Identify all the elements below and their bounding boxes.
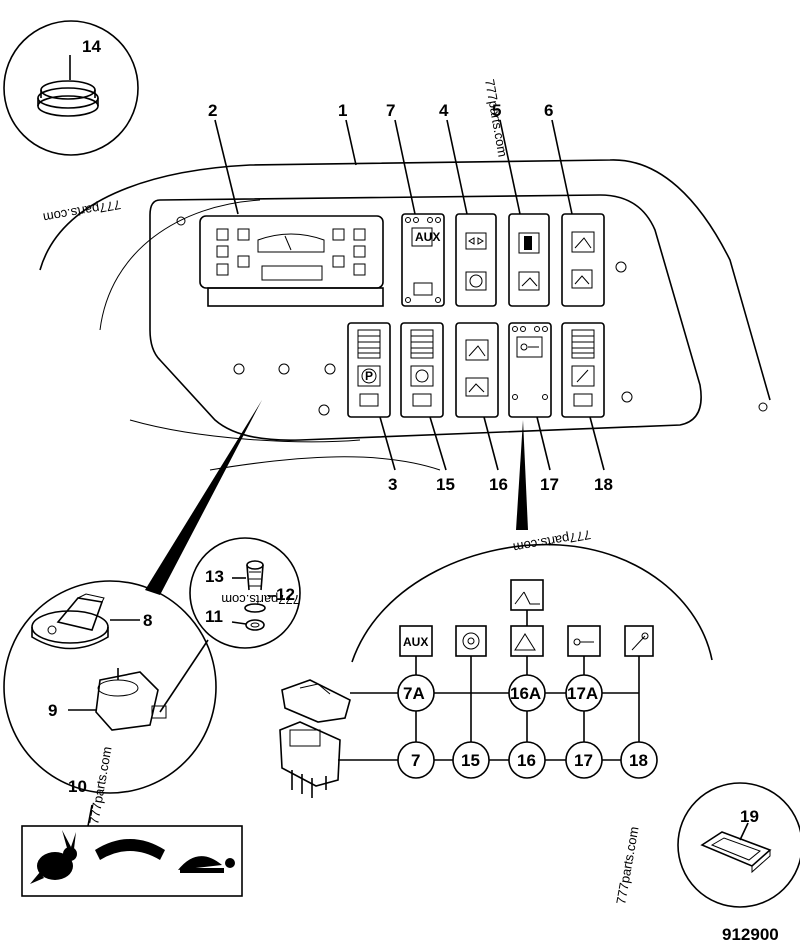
node-15: 15 <box>461 751 480 770</box>
callout-19: 19 <box>740 807 759 826</box>
callout-2: 2 <box>208 101 217 120</box>
callout-6: 6 <box>544 101 553 120</box>
callout-10: 10 <box>68 777 87 796</box>
watermark-5: 777parts.com <box>86 745 114 825</box>
switch-module-4 <box>455 213 497 307</box>
detail-pointer-right <box>516 420 528 530</box>
watermark-4: 777parts.com <box>221 592 300 607</box>
switch-module-18 <box>561 322 605 418</box>
aux-label: AUX <box>415 230 440 244</box>
detail-pointer-left <box>145 400 262 595</box>
switch-module-7: AUX <box>401 213 445 307</box>
callout-1: 1 <box>338 101 347 120</box>
watermark-2: 777parts.com <box>482 78 510 158</box>
switch-module-3: P <box>347 322 391 418</box>
callout-5: 5 <box>492 101 501 120</box>
rabbit-icon <box>30 830 77 884</box>
callout-18: 18 <box>594 475 613 494</box>
instrument-cluster <box>199 215 384 307</box>
callout-3: 3 <box>388 475 397 494</box>
node-7a: 7A <box>403 684 425 703</box>
node-18: 18 <box>629 751 648 770</box>
callout-9: 9 <box>48 701 57 720</box>
speed-arc-icon <box>95 839 165 860</box>
detail-fasteners: 13 12 11 <box>189 537 301 649</box>
callout-12: 12 <box>276 585 295 604</box>
node-17a: 17A <box>567 684 598 703</box>
watermark-3: 777parts.com <box>512 527 592 555</box>
speed-decal: 10 <box>21 777 243 897</box>
detail-knob: 8 9 <box>3 580 217 794</box>
switch-module-16 <box>455 322 499 418</box>
figure-number: 912900 <box>722 925 779 944</box>
callout-4: 4 <box>439 101 449 120</box>
top-callouts: 2 1 7 4 5 6 <box>208 101 573 215</box>
aux-symbol-label: AUX <box>403 635 428 649</box>
detail-19-plug: 19 <box>677 782 800 908</box>
park-label: P <box>365 369 373 383</box>
node-7: 7 <box>411 751 420 770</box>
turtle-icon <box>178 856 235 873</box>
callout-16: 16 <box>489 475 508 494</box>
node-16a: 16A <box>510 684 541 703</box>
switch-module-17 <box>508 322 552 418</box>
callout-7: 7 <box>386 101 395 120</box>
detail-14-cap: 14 <box>3 20 139 156</box>
watermark-1: 777parts.com <box>42 197 122 225</box>
callout-11: 11 <box>205 607 223 626</box>
callout-13: 13 <box>205 567 224 586</box>
wiring-detail: AUX 7A 16A 17A <box>279 543 713 798</box>
switch-module-6 <box>561 213 605 307</box>
callout-17: 17 <box>540 475 559 494</box>
callout-15: 15 <box>436 475 455 494</box>
switch-module-5 <box>508 213 550 307</box>
callout-8: 8 <box>143 611 152 630</box>
node-17: 17 <box>574 751 593 770</box>
watermark-6: 777parts.com <box>613 825 641 905</box>
callout-14: 14 <box>82 37 101 56</box>
switch-module-15 <box>400 322 444 418</box>
bottom-callouts: 3 15 16 17 18 <box>379 416 613 494</box>
node-16: 16 <box>517 751 536 770</box>
dashboard-housing <box>39 159 771 471</box>
